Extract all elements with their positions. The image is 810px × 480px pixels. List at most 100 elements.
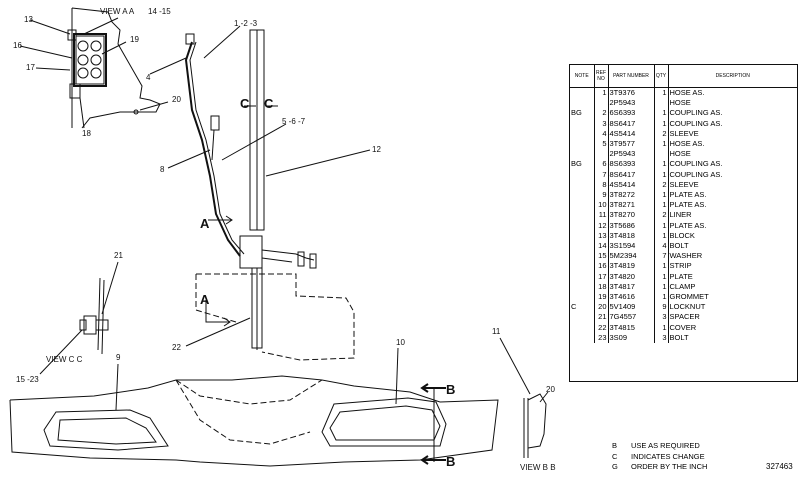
legend-row: G ORDER BY THE INCH	[612, 462, 707, 473]
section-c-right: C	[264, 96, 274, 111]
cell-part: 3T8272	[608, 190, 655, 201]
callout-12: 12	[372, 145, 381, 154]
cell-desc: BOLT	[669, 241, 689, 251]
cell-ref: 16	[594, 261, 609, 272]
cell-desc: COUPLING AS.	[669, 159, 723, 169]
cell-part: 3T8270	[608, 210, 655, 221]
cell-ref: 14	[594, 241, 609, 252]
callout-14-15: 14 -15	[148, 7, 171, 16]
section-a-top: A	[200, 216, 210, 231]
cell-ref	[594, 98, 609, 109]
cell-qty: 1	[654, 230, 669, 242]
cell-note: BG	[570, 108, 595, 119]
cell-qty: 2	[654, 128, 669, 140]
cell-ref: 5	[594, 139, 609, 150]
cell-part: 8S6417	[608, 118, 655, 129]
cell-desc: HOSE	[669, 149, 691, 159]
cell-note: C	[570, 302, 595, 313]
cell-qty: 1	[654, 200, 669, 211]
cell-desc: COUPLING AS.	[669, 108, 723, 118]
cell-desc: COUPLING AS.	[669, 118, 723, 128]
cell-note	[570, 169, 595, 180]
cell-note	[570, 210, 595, 221]
cell-qty	[654, 149, 669, 160]
cell-part: 6S6393	[608, 108, 655, 119]
cell-ref: 23	[594, 332, 609, 344]
cell-part: 3T9577	[608, 139, 655, 150]
callout-20-bb: 20	[546, 385, 555, 394]
cell-qty	[654, 98, 669, 109]
callout-10: 10	[396, 338, 405, 347]
legend-text: ORDER BY THE INCH	[631, 462, 708, 471]
cell-qty: 1	[654, 108, 669, 119]
callout-20: 20	[172, 95, 181, 104]
view-cc-label: VIEW C C	[46, 355, 83, 364]
cell-qty: 1	[654, 261, 669, 272]
cell-note	[570, 87, 595, 99]
view-aa-label: VIEW A A	[100, 7, 135, 16]
callout-15-23: 15 -23	[16, 375, 39, 384]
cell-part: 4S5414	[608, 128, 655, 140]
cell-desc: PLATE AS.	[669, 220, 707, 230]
cell-part: 2P5943	[608, 98, 655, 109]
cell-note	[570, 220, 595, 231]
cell-part: 3T4616	[608, 292, 655, 303]
cell-part: 3T5686	[608, 220, 655, 231]
cell-ref: 1	[594, 87, 609, 99]
callout-11: 11	[492, 327, 501, 336]
cell-ref: 4	[594, 128, 609, 140]
cell-qty: 3	[654, 332, 669, 344]
cell-desc: LINER	[669, 210, 692, 220]
cell-qty: 1	[654, 169, 669, 180]
cell-desc: PLATE AS.	[669, 190, 707, 200]
cell-ref: 22	[594, 322, 609, 333]
cell-qty: 1	[654, 281, 669, 293]
cell-ref: 19	[594, 292, 609, 303]
view-bb-label: VIEW B B	[520, 463, 556, 472]
cell-ref: 7	[594, 169, 609, 180]
cell-note	[570, 118, 595, 129]
cell-desc: SLEEVE	[669, 179, 699, 189]
view-bb-detail	[499, 337, 549, 458]
callout-13: 13	[24, 15, 33, 24]
cell-ref: 2	[594, 108, 609, 119]
cell-qty: 2	[654, 179, 669, 191]
view-cc-detail	[39, 261, 119, 375]
legend-code: G	[612, 462, 618, 471]
cell-qty: 1	[654, 118, 669, 129]
section-a-bottom: A	[200, 292, 210, 307]
callout-8: 8	[160, 165, 165, 174]
callout-4: 4	[146, 73, 151, 82]
cell-note	[570, 128, 595, 140]
callout-labels: VIEW A A 13 14 -15 16 19 17 20 18 4 1 -2…	[13, 7, 556, 472]
cell-ref: 18	[594, 281, 609, 293]
bottom-assembly	[9, 347, 499, 467]
cell-ref: 21	[594, 312, 609, 323]
cell-note	[570, 139, 595, 150]
cell-note	[570, 179, 595, 191]
drawing-number: 327463	[766, 462, 793, 471]
cell-qty: 4	[654, 241, 669, 252]
cell-ref: 9	[594, 190, 609, 201]
legend-text: INDICATES CHANGE	[631, 451, 705, 461]
cell-note	[570, 322, 595, 333]
cell-note	[570, 332, 595, 344]
